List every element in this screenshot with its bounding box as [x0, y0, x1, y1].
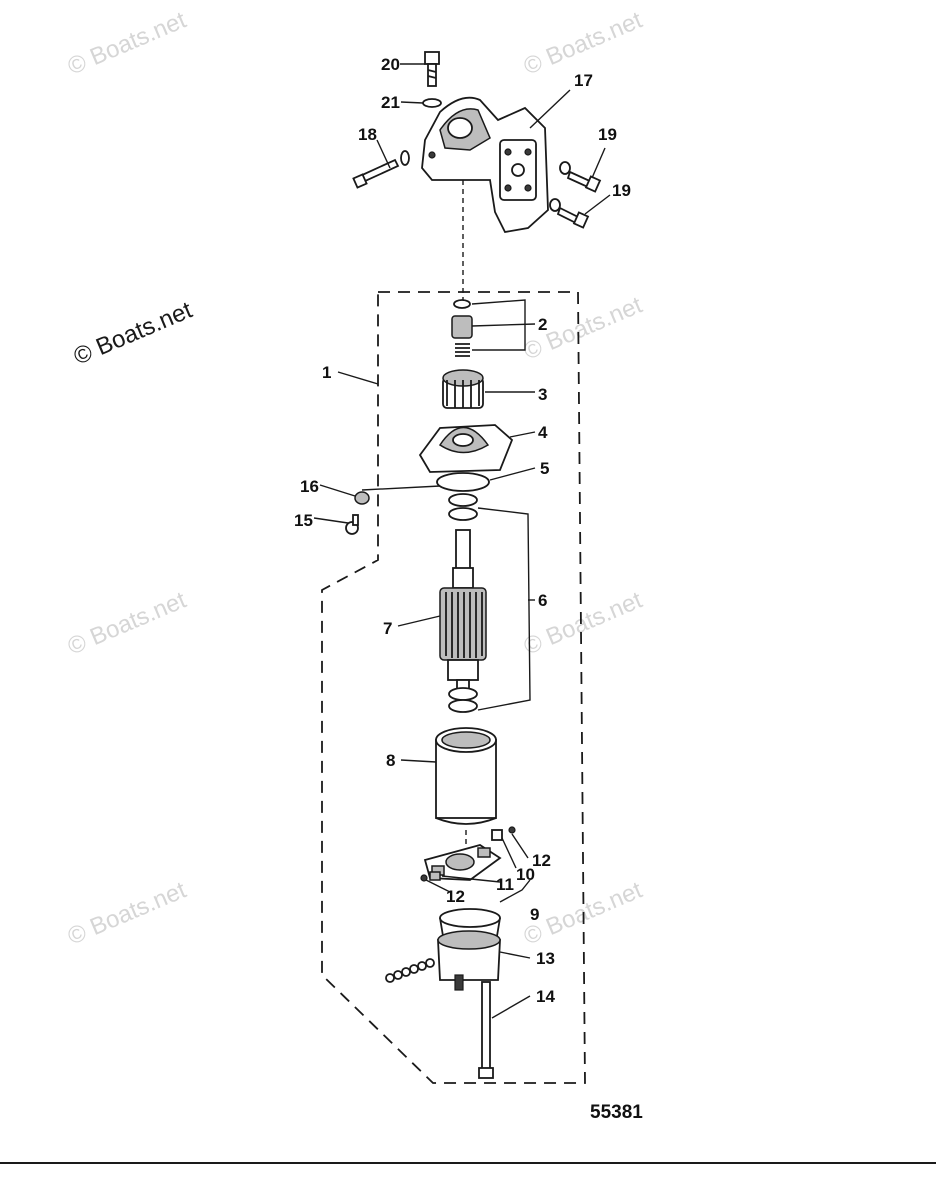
callout-2: 2 [538, 315, 547, 334]
part-bolt-19-lower [549, 198, 590, 229]
part-spring-12-upper [508, 826, 516, 834]
watermarks: © Boats.net © Boats.net © Boats.net © Bo… [64, 6, 647, 950]
callout-15: 15 [294, 511, 313, 530]
watermark: © Boats.net [520, 6, 647, 80]
part-washer-16 [354, 491, 370, 505]
watermark: © Boats.net [64, 6, 191, 80]
part-bolt-18 [352, 150, 410, 189]
starter-assembly-boundary [321, 291, 586, 1084]
callout-5: 5 [540, 459, 549, 478]
callout-6: 6 [538, 591, 547, 610]
callout-19-lower: 19 [612, 181, 631, 200]
callout-14: 14 [536, 987, 555, 1006]
part-brush-plate-9 [423, 844, 502, 881]
part-end-cap-4 [418, 424, 514, 473]
watermark: © Boats.net [70, 296, 197, 370]
leader-16-to-5 [361, 485, 441, 491]
part-through-bolt-14 [478, 981, 494, 1079]
part-screw-15 [345, 514, 359, 535]
part-bracket-17 [421, 96, 549, 234]
callout-12-upper: 12 [532, 851, 551, 870]
callout-18: 18 [358, 125, 377, 144]
callout-8: 8 [386, 751, 395, 770]
part-brush-11 [429, 871, 441, 881]
part-pinion-retainer-2 [451, 299, 473, 357]
watermark: © Boats.net [64, 586, 191, 660]
callout-11: 11 [496, 875, 514, 894]
callout-17: 17 [574, 71, 593, 90]
part-brush-10 [491, 829, 503, 841]
callout-9: 9 [530, 905, 539, 924]
callout-20: 20 [381, 55, 400, 74]
leader-lines [313, 63, 611, 1019]
callout-10: 10 [516, 865, 535, 884]
part-thrust-washers-6-upper [448, 493, 478, 521]
callout-labels: 20 21 17 18 19 19 2 1 3 4 5 16 15 6 7 8 … [294, 55, 631, 1006]
part-gasket-5 [436, 472, 490, 492]
part-frame-8 [435, 727, 497, 825]
part-washer-21 [422, 98, 442, 108]
callout-12-lower: 12 [446, 887, 465, 906]
part-end-cap-13 [437, 930, 501, 991]
part-bolt-19-upper [559, 161, 602, 193]
callout-4: 4 [538, 423, 548, 442]
callout-19-upper: 19 [598, 125, 617, 144]
part-armature-7 [439, 529, 487, 693]
callout-3: 3 [538, 385, 547, 404]
part-seal-ring [439, 908, 501, 928]
part-spring-12-lower [420, 874, 428, 882]
callout-7: 7 [383, 619, 392, 638]
callout-13: 13 [536, 949, 555, 968]
callout-16: 16 [300, 477, 319, 496]
part-brush-springs [385, 958, 435, 983]
part-drive-gear-3 [442, 369, 484, 409]
watermark: © Boats.net [64, 876, 191, 950]
callout-1: 1 [322, 363, 331, 382]
figure-number: 55381 [590, 1102, 643, 1123]
part-thrust-washers-6-lower [448, 687, 478, 713]
part-bolt-20 [424, 51, 440, 87]
callout-21: 21 [381, 93, 400, 112]
